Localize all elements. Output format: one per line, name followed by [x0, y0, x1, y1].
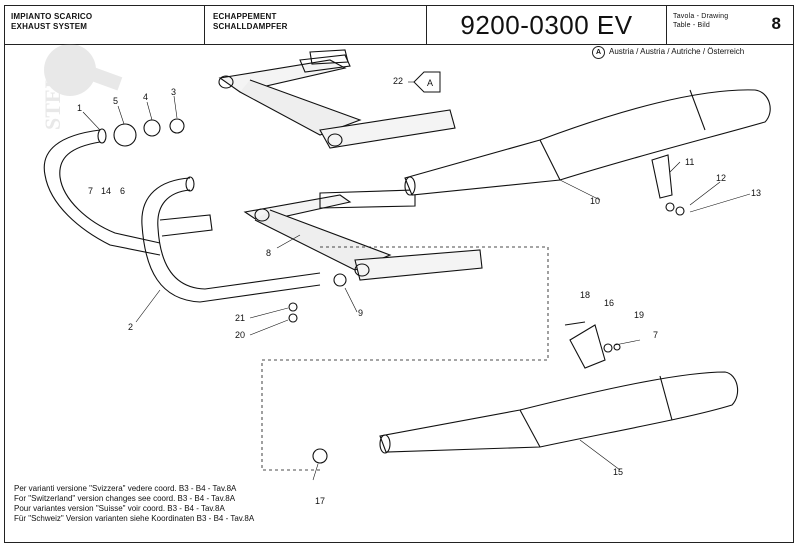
- callout-2: 2: [128, 322, 133, 332]
- title-german: SCHALLDAMPFER: [213, 22, 288, 31]
- callout-16: 16: [604, 298, 614, 308]
- drawing-sheet: IMPIANTO SCARICO EXHAUST SYSTEM ECHAPPEM…: [4, 5, 794, 543]
- table-number-cell: Tavola - Drawing Table - Bild 8: [667, 6, 793, 44]
- nut-13: [675, 206, 685, 216]
- washer-12: [665, 202, 675, 212]
- bracket-lower: [569, 324, 606, 369]
- version-notes: Per varianti versione "Svizzera" vedere …: [14, 484, 254, 524]
- callout-7: 7: [88, 186, 93, 196]
- callout-4: 4: [143, 92, 148, 102]
- ref-marker-label: A: [427, 78, 433, 88]
- title-cell-right: ECHAPPEMENT SCHALLDAMPFER: [205, 6, 427, 44]
- title-italian: IMPIANTO SCARICO: [11, 12, 93, 21]
- note-italian: Per varianti versione "Svizzera" vedere …: [14, 484, 237, 493]
- legend-text: Austria / Austria / Autriche / Österreic…: [609, 47, 745, 56]
- table-label-1: Tavola - Drawing: [673, 13, 729, 20]
- drawing-code: 9200-0300 EV: [460, 10, 633, 40]
- bracket-upper: [651, 154, 673, 199]
- header-pipe-rear: [43, 128, 161, 256]
- bolt-20: [288, 313, 298, 323]
- callout-8: 8: [266, 248, 271, 258]
- note-english: For "Switzerland" version changes see co…: [14, 494, 236, 503]
- table-number: 8: [771, 14, 781, 33]
- version-legend: A Austria / Austria / Autriche / Österrei…: [592, 46, 744, 59]
- note-german: Für "Schweiz" Version varianten siehe Ko…: [14, 514, 255, 523]
- callout-5: 5: [113, 96, 118, 106]
- callout-15: 15: [613, 467, 623, 477]
- callout-12: 12: [716, 173, 726, 183]
- table-label-2: Table - Bild: [673, 22, 711, 29]
- callout-21: 21: [235, 313, 245, 323]
- callout-11: 11: [685, 157, 694, 167]
- pipe-clamp-lower: [312, 448, 328, 464]
- muffler-upper: [404, 89, 771, 196]
- nut-7b: [613, 343, 621, 351]
- callout-3: 3: [171, 87, 176, 97]
- ref-marker-22: A: [413, 71, 441, 93]
- callout-7b: 7: [653, 330, 658, 340]
- callout-18: 18: [580, 290, 590, 300]
- legend-marker: A: [592, 46, 605, 59]
- flange-nut: [113, 123, 137, 147]
- bolt-18: [564, 321, 586, 326]
- callout-14: 14: [101, 186, 111, 196]
- callout-6: 6: [120, 186, 125, 196]
- title-french: ECHAPPEMENT: [213, 12, 277, 21]
- crossbar-upper: [218, 49, 456, 149]
- washer-21: [288, 302, 298, 312]
- callout-1: 1: [77, 103, 82, 113]
- callout-17: 17: [315, 496, 325, 506]
- callout-19: 19: [634, 310, 644, 320]
- washer-19: [603, 343, 613, 353]
- muffler-lower: [379, 371, 739, 454]
- pipe-clamp-upper: [333, 273, 347, 287]
- header-pipe-front: [141, 176, 321, 303]
- title-cell-left: IMPIANTO SCARICO EXHAUST SYSTEM: [5, 6, 205, 44]
- svg-text:STELE: STELE: [40, 59, 65, 130]
- callout-9: 9: [358, 308, 363, 318]
- watermark-logo-icon: STELE: [40, 44, 123, 130]
- title-block: IMPIANTO SCARICO EXHAUST SYSTEM ECHAPPEM…: [5, 6, 793, 45]
- callout-10: 10: [590, 196, 600, 206]
- title-english: EXHAUST SYSTEM: [11, 22, 88, 31]
- crossbar-middle: [243, 189, 483, 281]
- callout-22: 22: [393, 76, 403, 86]
- clamp-ring: [143, 119, 161, 137]
- callout-13: 13: [751, 188, 761, 198]
- gasket-ring: [169, 118, 185, 134]
- callout-20: 20: [235, 330, 245, 340]
- drawing-code-cell: 9200-0300 EV: [427, 6, 667, 44]
- note-french: Pour variantes version "Suisse" voir coo…: [14, 504, 225, 513]
